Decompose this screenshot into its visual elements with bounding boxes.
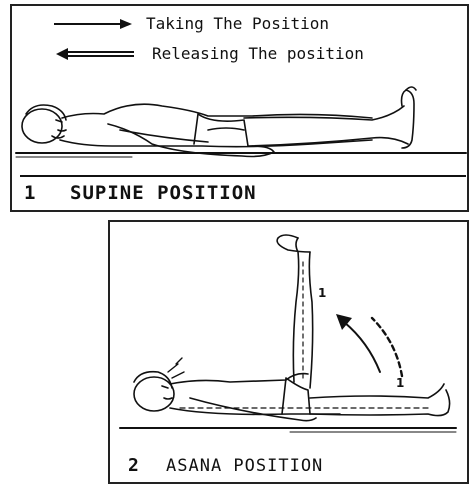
arc-start-label: 1 <box>318 286 326 300</box>
asana-figure-drawing <box>110 222 467 482</box>
panel1-number: 1 <box>24 182 35 204</box>
panel-supine-position: Taking The Position Releasing The positi… <box>10 4 469 212</box>
caption-divider-line <box>12 6 467 210</box>
arc-end-label: 1 <box>396 376 404 390</box>
panel-asana-position: 1 1 2 ASANA POSITION <box>108 220 469 484</box>
panel2-number: 2 <box>128 455 139 476</box>
panel2-caption: ASANA POSITION <box>166 456 323 476</box>
panel1-caption: SUPINE POSITION <box>70 182 257 204</box>
